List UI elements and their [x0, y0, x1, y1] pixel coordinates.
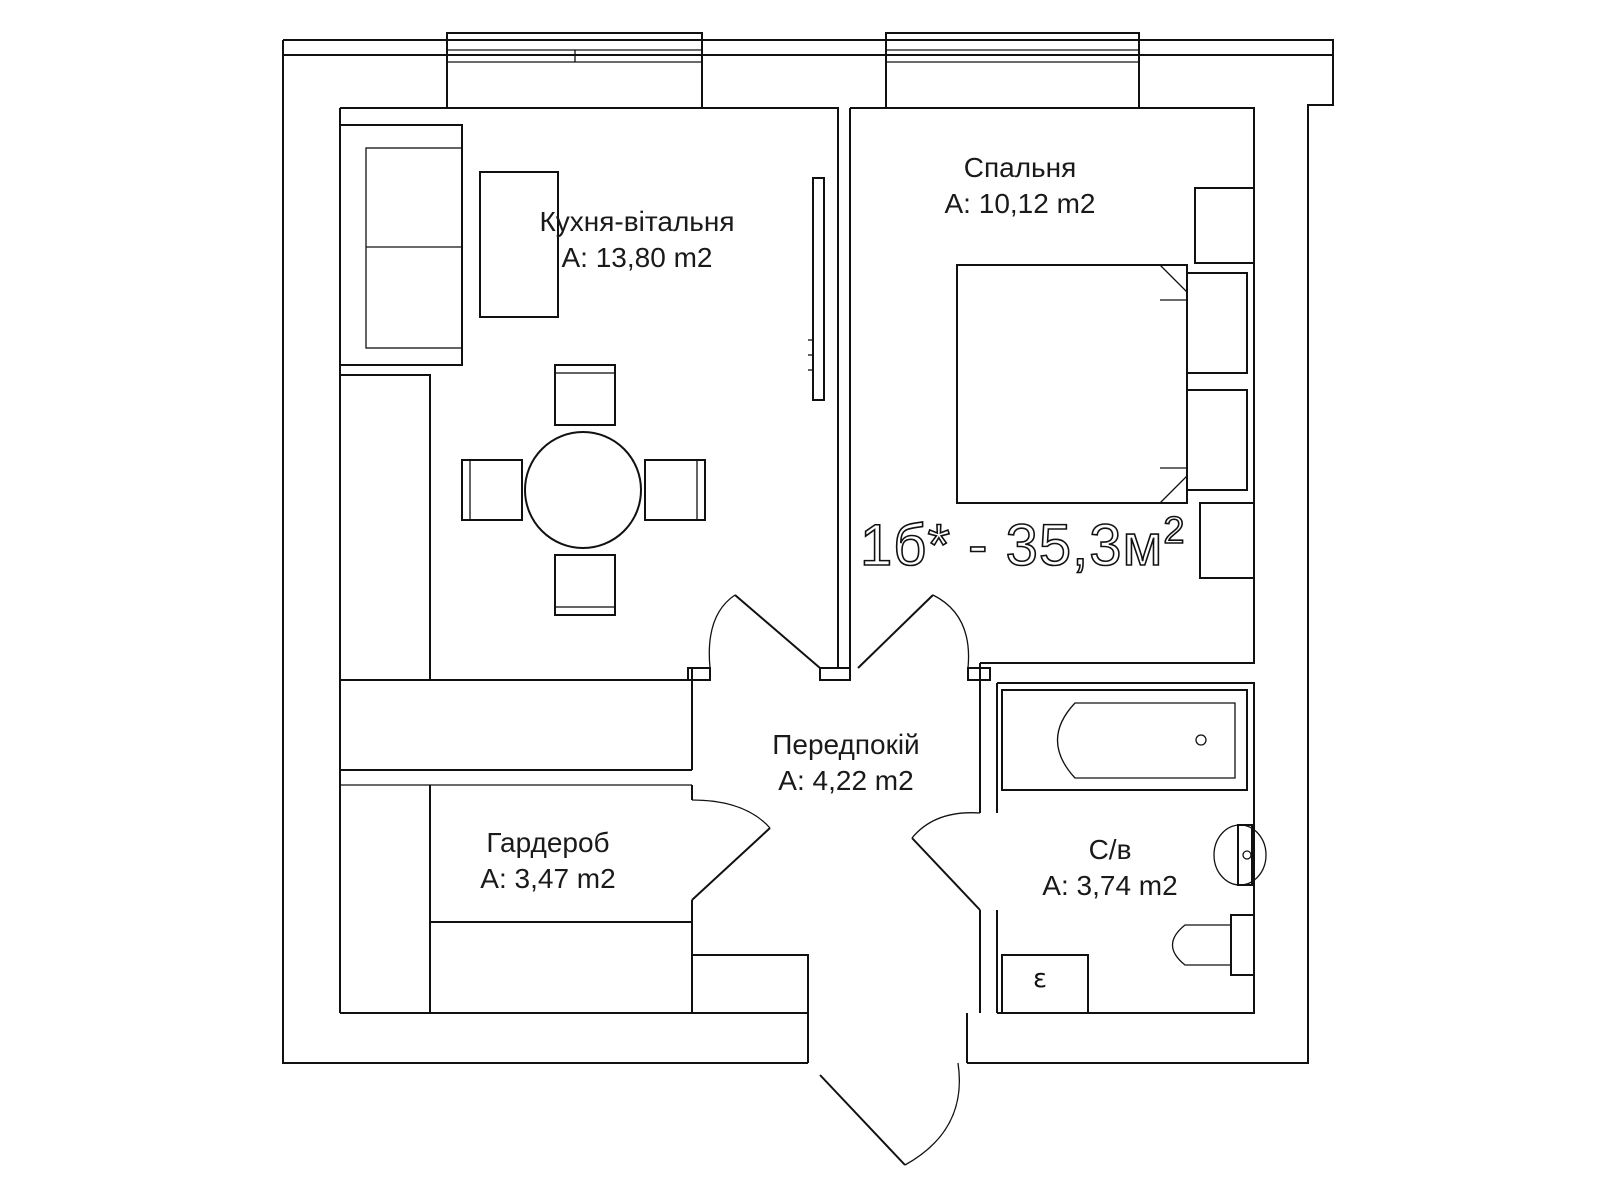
kitchen-counter — [339, 374, 431, 681]
room-name: Кухня-вітальня — [539, 206, 735, 237]
outer-walls — [282, 39, 1334, 1064]
coffee-table — [479, 171, 559, 318]
door-bathroom — [911, 812, 981, 911]
room-name: Гардероб — [486, 827, 610, 858]
room-area: A: 13,80 m2 — [561, 242, 713, 273]
toilet — [1171, 914, 1255, 976]
door-wardrobe — [691, 799, 771, 901]
hall-walls — [687, 663, 991, 1063]
room-label-bedroom: Спальня A: 10,12 m2 — [945, 150, 1096, 222]
door-bedroom — [857, 594, 970, 669]
window-bedroom — [885, 32, 1140, 109]
room-label-wardrobe: Гардероб A: 3,47 m2 — [480, 825, 615, 897]
room-area: A: 3,47 m2 — [480, 863, 616, 894]
room-label-hall: Передпокій A: 4,22 m2 — [772, 727, 919, 799]
room-name: Спальня — [963, 152, 1077, 183]
room-area: A: 10,12 m2 — [944, 188, 1096, 219]
room-area: A: 3,74 m2 — [1042, 870, 1178, 901]
door-entrance — [819, 1062, 960, 1166]
bedroom-room — [849, 107, 1255, 668]
dining-table — [461, 364, 706, 616]
room-label-bathroom: С/в A: 3,74 m2 — [1042, 832, 1177, 904]
apartment-code-superscript: 2 — [1163, 509, 1186, 553]
room-name: Передпокій — [772, 729, 920, 760]
apartment-code-text: 1б* - 35,3м — [859, 512, 1164, 579]
wardrobe-room — [429, 785, 809, 1013]
boiler-box — [1001, 954, 1089, 1014]
door-kitchen — [708, 594, 821, 669]
boiler-glyph: ε — [1033, 964, 1048, 994]
apartment-code: 1б* - 35,3м2 — [859, 509, 1186, 579]
room-label-kitchen: Кухня-вітальня A: 13,80 m2 — [540, 204, 735, 276]
room-name: С/в — [1088, 834, 1132, 865]
bathroom-room — [996, 682, 1255, 1014]
sink — [1213, 824, 1267, 886]
tv — [808, 177, 825, 401]
bathtub — [1001, 689, 1248, 791]
room-area: A: 4,22 m2 — [778, 765, 914, 796]
bed — [956, 264, 1248, 504]
sofa — [339, 124, 463, 366]
window-kitchen — [446, 32, 703, 109]
